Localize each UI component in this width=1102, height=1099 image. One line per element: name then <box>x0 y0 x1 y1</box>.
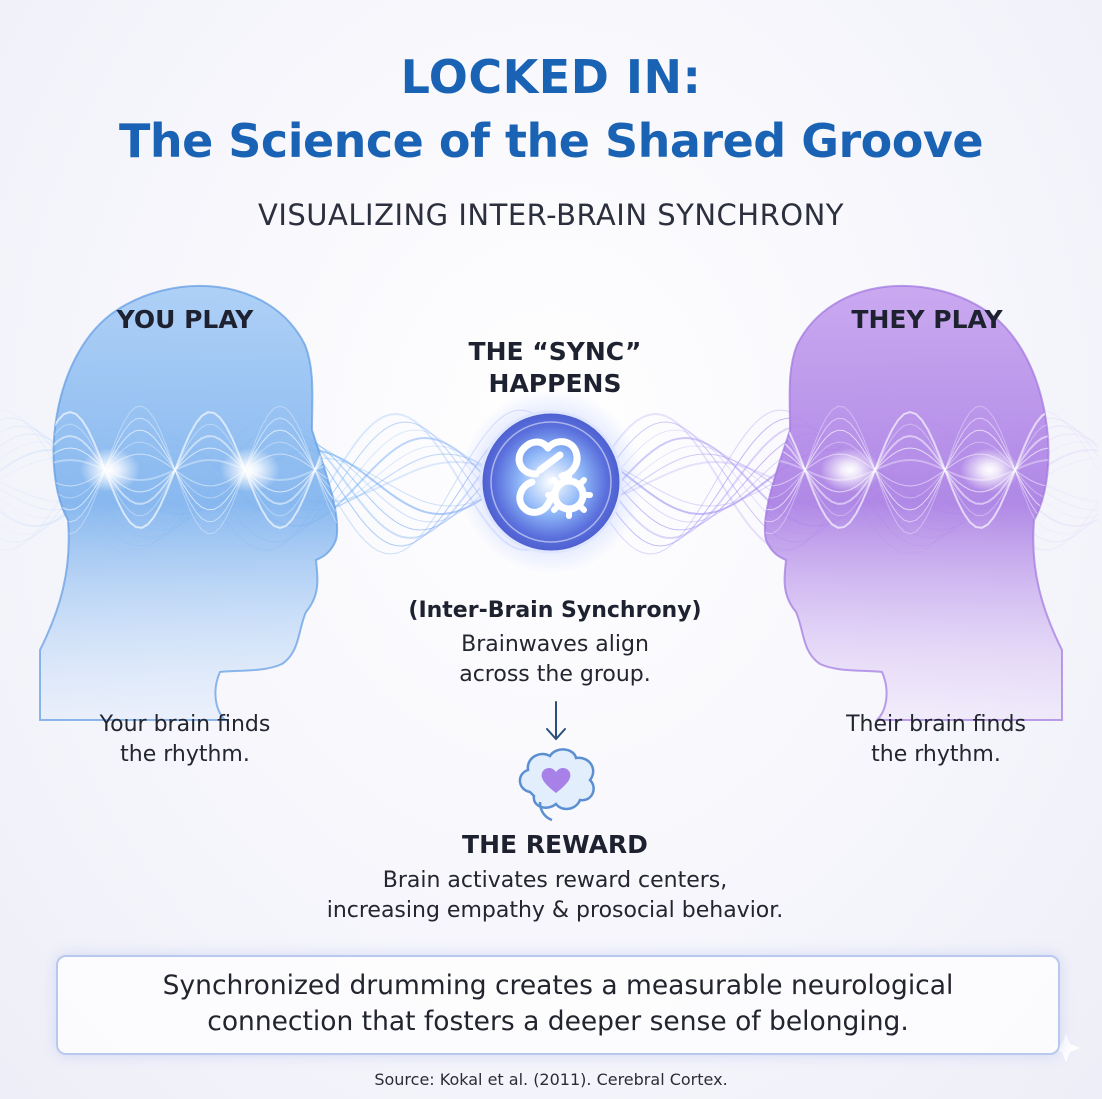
inner-wave-line <box>40 423 338 517</box>
sync-description: Brainwaves align across the group. <box>380 630 730 690</box>
inner-wave-line <box>40 441 338 499</box>
right-description: Their brain finds the rhythm. <box>790 710 1082 770</box>
reward-title: THE REWARD <box>462 830 648 859</box>
sync-orb <box>459 390 643 574</box>
sparkle-icon <box>1052 1034 1080 1062</box>
inner-wave-line <box>40 429 338 511</box>
title-line-1: LOCKED IN: <box>400 50 702 104</box>
inter-brain-term: (Inter-Brain Synchrony) <box>408 598 702 623</box>
they-play-label: THEY PLAY <box>851 305 1003 334</box>
conclusion-box <box>56 955 1060 1055</box>
inner-wave-line <box>40 417 338 523</box>
conclusion-line-2: connection that fosters a deeper sense o… <box>207 1006 909 1037</box>
down-arrow-icon <box>546 701 566 741</box>
inner-wave-line <box>40 410 338 530</box>
reward-description: Brain activates reward centers, increasi… <box>230 866 880 926</box>
title-line-2: The Science of the Shared Groove <box>118 114 984 168</box>
sync-label-line-1: THE “SYNC” <box>468 337 642 366</box>
sync-desc-line-2: across the group. <box>459 662 651 687</box>
source-citation: Source: Kokal et al. (2011). Cerebral Co… <box>374 1070 728 1089</box>
right-desc-line-1: Their brain finds <box>846 712 1026 737</box>
right-desc-line-2: the rhythm. <box>871 742 1001 767</box>
left-desc-line-1: Your brain finds <box>99 712 271 737</box>
left-description: Your brain finds the rhythm. <box>40 710 330 770</box>
inner-wave-line <box>40 434 338 506</box>
conclusion-text: Synchronized drumming creates a measurab… <box>56 968 1060 1040</box>
reward-desc-line-2: increasing empathy & prosocial behavior. <box>326 898 784 923</box>
link-gear-icon <box>515 438 593 519</box>
sync-desc-line-1: Brainwaves align <box>461 632 649 657</box>
subtitle: VISUALIZING INTER-BRAIN SYNCHRONY <box>258 198 844 232</box>
left-desc-line-2: the rhythm. <box>120 742 250 767</box>
brain-heart-icon <box>518 748 595 822</box>
inner-wave-line <box>40 405 338 535</box>
conclusion-line-1: Synchronized drumming creates a measurab… <box>162 970 954 1001</box>
left-head-silhouette <box>39 284 339 721</box>
sync-label-line-2: HAPPENS <box>488 369 622 398</box>
sync-label: THE “SYNC” HAPPENS <box>400 336 710 400</box>
reward-desc-line-1: Brain activates reward centers, <box>382 868 728 893</box>
right-head-silhouette <box>763 284 1063 721</box>
you-play-label: YOU PLAY <box>116 305 254 334</box>
